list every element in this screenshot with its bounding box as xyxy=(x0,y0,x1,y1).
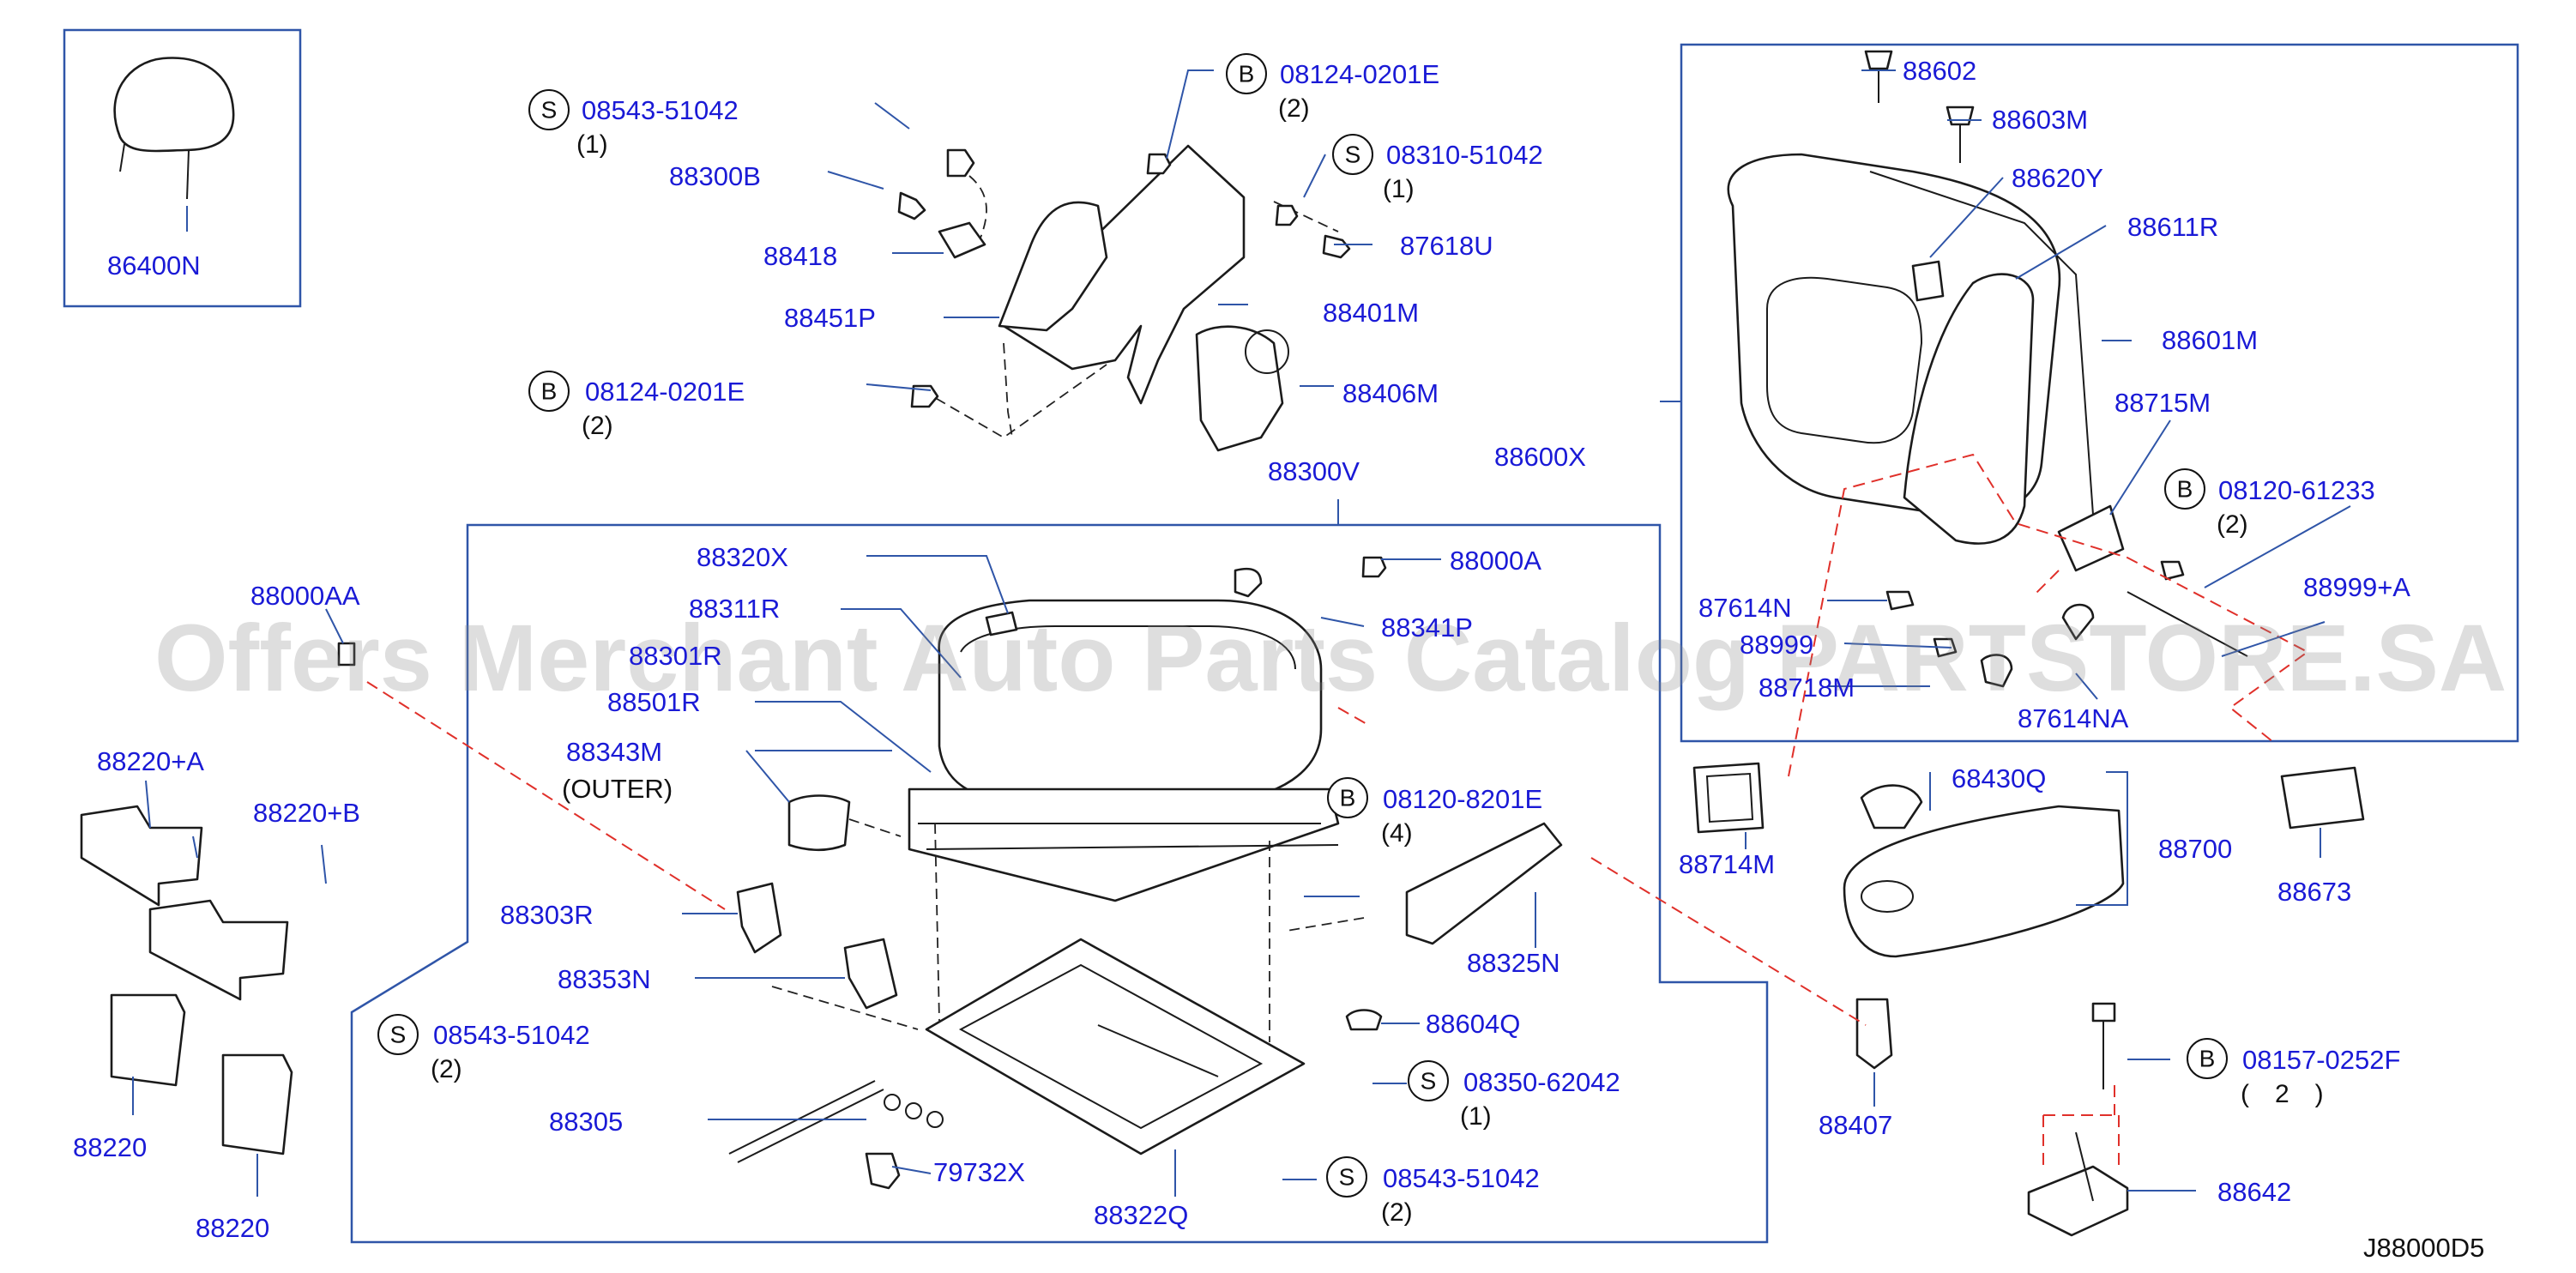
svg-text:08124-0201E: 08124-0201E xyxy=(585,377,745,407)
svg-text:08124-0201E: 08124-0201E xyxy=(1280,59,1439,89)
part-label[interactable]: 87614N xyxy=(1698,593,1792,623)
svg-text:(4): (4) xyxy=(1381,819,1413,848)
misc-parts-drawing xyxy=(80,560,2365,1237)
svg-text:S: S xyxy=(541,97,558,124)
part-label[interactable]: 88305 xyxy=(549,1107,623,1137)
cushion-drawing xyxy=(728,556,1563,1190)
part-label[interactable]: 88407 xyxy=(1819,1110,1892,1140)
svg-text:S: S xyxy=(1339,1164,1355,1191)
watermark: Offers Merchant Auto Parts Catalog PARTS… xyxy=(154,606,2507,711)
seatback-drawing xyxy=(1727,50,2125,572)
bolt-callout-s1: S 08543-51042 (1) xyxy=(528,89,739,159)
svg-text:S: S xyxy=(1345,142,1361,168)
svg-text:08310-51042: 08310-51042 xyxy=(1386,140,1543,170)
bolt-callout-b4: B 08120-61233 (2) xyxy=(2164,468,2375,539)
part-label[interactable]: 88418 xyxy=(763,241,837,271)
svg-text:B: B xyxy=(2199,1046,2216,1072)
svg-text:B: B xyxy=(541,378,558,405)
part-label[interactable]: 88715M xyxy=(2114,388,2211,418)
leader-lines xyxy=(132,69,2351,1197)
svg-text:08543-51042: 08543-51042 xyxy=(433,1020,590,1050)
part-label[interactable]: 88718M xyxy=(1759,673,1855,703)
part-label[interactable]: 88320X xyxy=(697,542,788,572)
seatback-frame xyxy=(1680,43,2519,743)
svg-text:08120-8201E: 08120-8201E xyxy=(1383,784,1542,814)
bolt-callout-b5: B 08157-0252F ( 2 ) xyxy=(2187,1038,2400,1108)
part-label[interactable]: 88611R xyxy=(2127,212,2218,242)
part-label[interactable]: 68430Q xyxy=(1952,763,2046,793)
bolt-callout-b2: B 08124-0201E (2) xyxy=(528,371,745,440)
svg-text:(1): (1) xyxy=(576,130,608,159)
part-label[interactable]: 88714M xyxy=(1679,849,1775,879)
part-note: (OUTER) xyxy=(562,774,673,804)
bolt-callout-s3: S 08543-51042 (2) xyxy=(377,1014,590,1083)
headrest-frame xyxy=(63,28,302,308)
red-guides xyxy=(366,453,2309,1167)
svg-text:B: B xyxy=(1340,785,1356,811)
svg-text:(1): (1) xyxy=(1383,175,1415,203)
part-label[interactable]: 88220 xyxy=(73,1132,147,1162)
svg-text:B: B xyxy=(2177,476,2193,503)
recliner-drawing xyxy=(897,144,1351,452)
svg-text:S: S xyxy=(390,1022,407,1048)
part-label[interactable]: 79732X xyxy=(933,1157,1025,1187)
part-label[interactable]: 88401M xyxy=(1323,298,1419,328)
bolt-callout-s5: S 08543-51042 (2) xyxy=(1326,1156,1540,1227)
part-label[interactable]: 88303R xyxy=(500,900,594,930)
part-label[interactable]: 88642 xyxy=(2217,1177,2291,1207)
part-label[interactable]: 88322Q xyxy=(1094,1200,1188,1230)
part-label[interactable]: 88601M xyxy=(2162,325,2258,355)
part-label[interactable]: 88220 xyxy=(196,1213,269,1243)
svg-text:08543-51042: 08543-51042 xyxy=(582,95,739,125)
part-label[interactable]: 88451P xyxy=(784,303,876,333)
part-label[interactable]: 86400N xyxy=(107,250,201,281)
svg-text:(2): (2) xyxy=(1278,94,1310,123)
svg-text:S: S xyxy=(1421,1068,1437,1095)
part-label[interactable]: 88341P xyxy=(1381,612,1473,643)
bolt-callout-b3: B 08120-8201E (4) xyxy=(1327,777,1542,848)
part-label[interactable]: 88604Q xyxy=(1426,1009,1520,1039)
svg-text:(2): (2) xyxy=(582,412,613,440)
part-label[interactable]: 88602 xyxy=(1903,56,1976,86)
part-label[interactable]: 88501R xyxy=(607,687,701,717)
part-label[interactable]: 88000A xyxy=(1450,546,1541,576)
svg-text:08543-51042: 08543-51042 xyxy=(1383,1163,1540,1193)
bolt-callout-s4: S 08350-62042 (1) xyxy=(1408,1060,1620,1131)
svg-text:B: B xyxy=(1239,61,1255,87)
cushion-frame xyxy=(350,523,1769,1244)
svg-text:(2): (2) xyxy=(431,1055,462,1083)
part-label[interactable]: 88600X xyxy=(1494,442,1586,472)
part-label[interactable]: 88311R xyxy=(689,594,780,624)
part-label[interactable]: 87618U xyxy=(1400,231,1493,261)
svg-text:( 2 ): ( 2 ) xyxy=(2241,1080,2324,1108)
svg-text:(1): (1) xyxy=(1460,1102,1492,1131)
part-label[interactable]: 88620Y xyxy=(2012,163,2103,193)
part-label[interactable]: 88220+B xyxy=(253,798,360,828)
svg-text:(2): (2) xyxy=(2217,510,2248,539)
bolt-callout-s2: S 08310-51042 (1) xyxy=(1332,134,1543,203)
part-label[interactable]: 88999 xyxy=(1740,630,1813,660)
svg-text:08120-61233: 08120-61233 xyxy=(2218,475,2375,505)
part-label[interactable]: 88300V xyxy=(1268,456,1360,486)
part-label[interactable]: 88999+A xyxy=(2303,572,2410,602)
bolt-callout-b1: B 08124-0201E (2) xyxy=(1226,53,1439,123)
part-label[interactable]: 88325N xyxy=(1467,948,1560,978)
headrest-drawing xyxy=(113,57,235,232)
part-label[interactable]: 88301R xyxy=(629,641,722,671)
svg-text:(2): (2) xyxy=(1381,1198,1413,1227)
svg-text:08350-62042: 08350-62042 xyxy=(1463,1067,1620,1097)
part-label[interactable]: 88700 xyxy=(2158,834,2232,864)
diagram-code: J88000D5 xyxy=(2363,1233,2484,1263)
svg-text:08157-0252F: 08157-0252F xyxy=(2242,1045,2400,1075)
part-label[interactable]: 88000AA xyxy=(250,581,360,611)
part-label[interactable]: 88220+A xyxy=(97,746,204,776)
part-label[interactable]: 88343M xyxy=(566,737,662,767)
part-label[interactable]: 88406M xyxy=(1342,378,1439,408)
part-label[interactable]: 87614NA xyxy=(2018,703,2129,733)
part-label[interactable]: 88300B xyxy=(669,161,761,191)
part-label[interactable]: 88353N xyxy=(558,964,651,994)
part-label[interactable]: 88603M xyxy=(1992,105,2088,135)
part-label[interactable]: 88673 xyxy=(2277,877,2351,907)
